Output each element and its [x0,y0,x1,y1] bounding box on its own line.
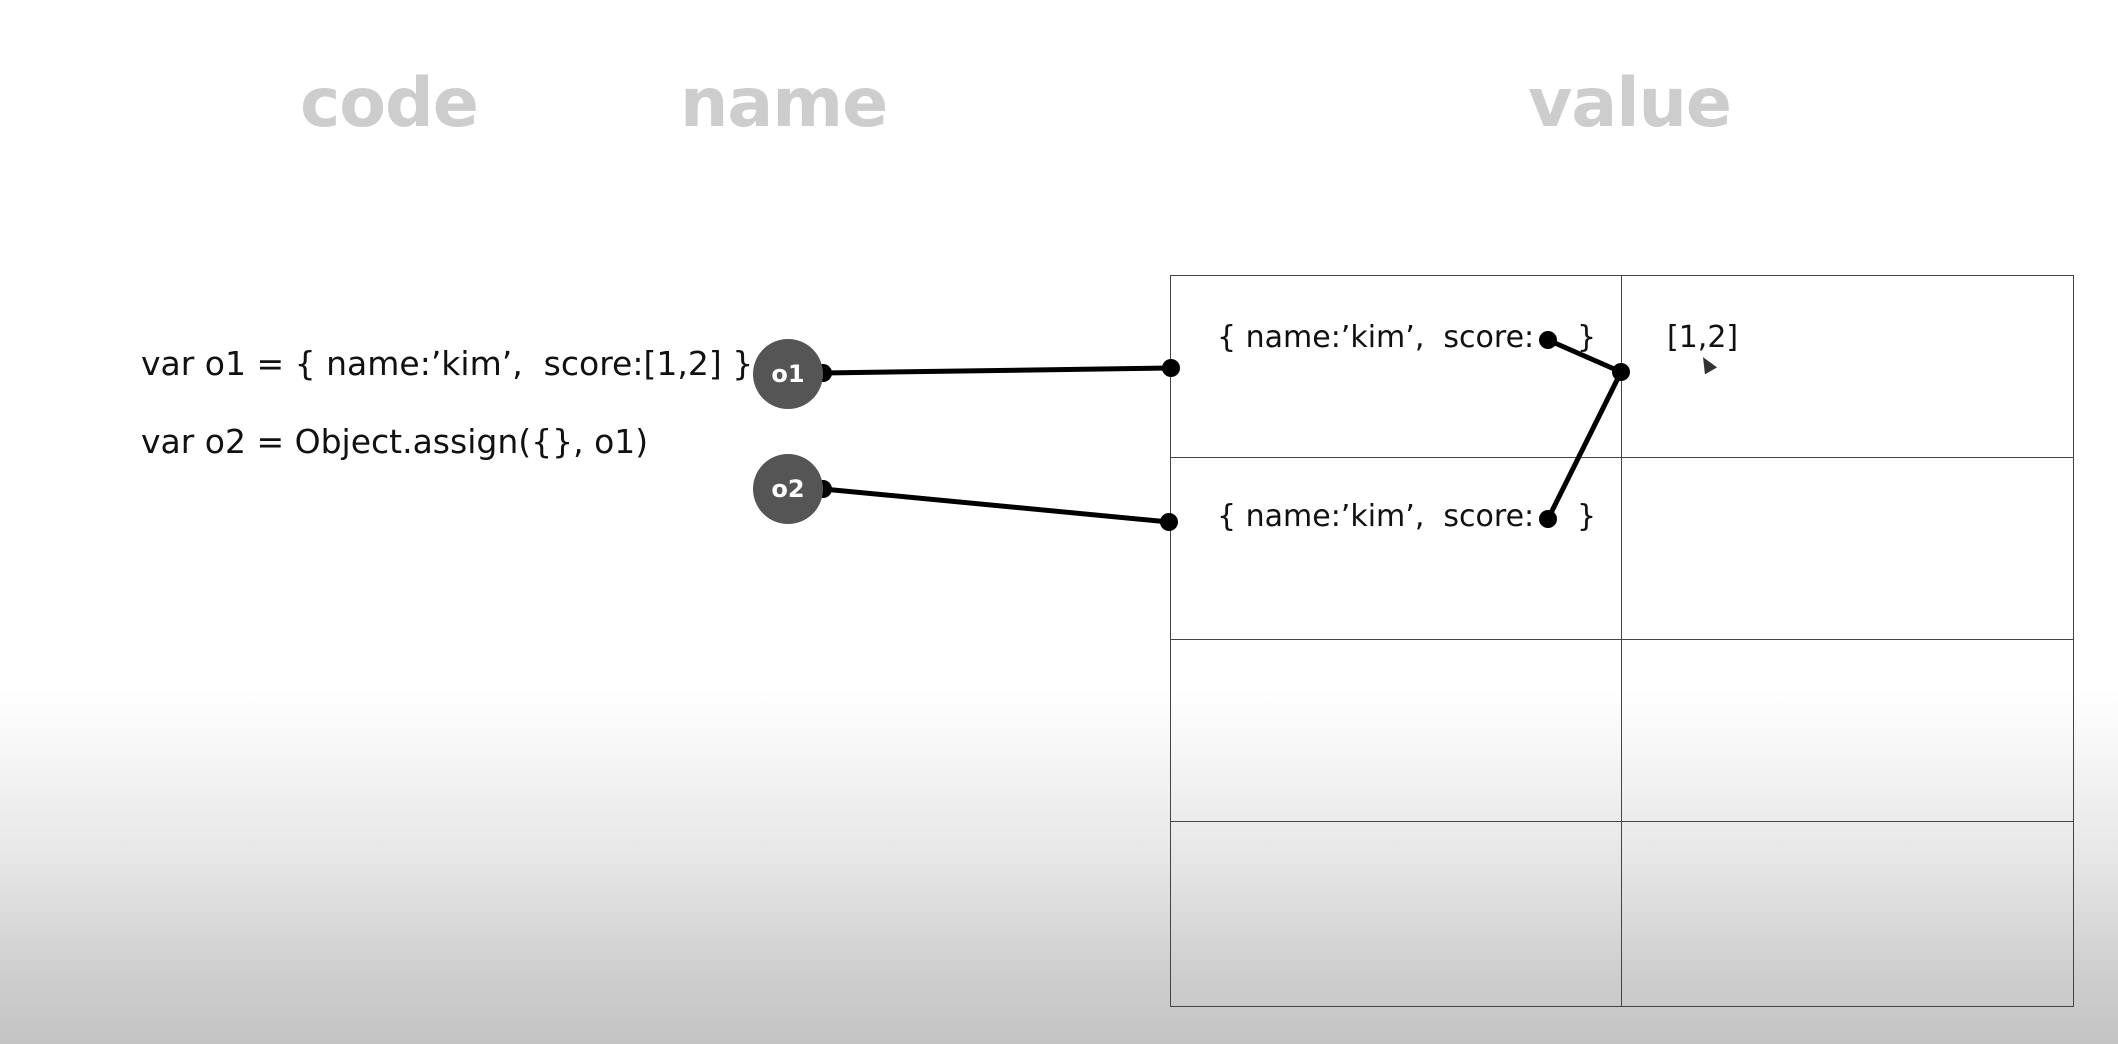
value-cell-empty-3 [1622,640,2073,822]
value-cell-obj2: { name:’kim’, score: } [1171,458,1622,640]
value-cell-array: [1,2] [1622,276,2073,458]
code-line-1: var o1 = { name:’kim’, score:[1,2] } [141,344,754,383]
value-cell-empty-2 [1171,640,1622,822]
array-value-text: [1,2] [1667,320,1739,355]
heading-code: code [300,64,479,143]
value-table: { name:’kim’, score: } [1,2] { name:’kim… [1170,275,2074,1007]
wire-o2-to-object [820,486,1172,525]
object-o2-close-brace: } [1577,499,1597,534]
value-cell-empty-5 [1622,822,2073,1006]
value-cell-empty-4 [1171,822,1622,1006]
value-cell-empty-1 [1622,458,2073,640]
object-o1-close-brace: } [1577,320,1597,355]
object-o2-text: { name:’kim’, score: [1217,499,1535,534]
heading-name: name [680,64,888,143]
heading-value: value [1528,64,1732,143]
name-node-o2: o2 [753,454,823,524]
name-node-o1: o1 [753,339,823,409]
value-cell-obj1: { name:’kim’, score: } [1171,276,1622,458]
wire-o1-to-object [820,365,1174,376]
object-o1-text: { name:’kim’, score: [1217,320,1535,355]
code-line-2: var o2 = Object.assign({}, o1) [141,422,649,461]
